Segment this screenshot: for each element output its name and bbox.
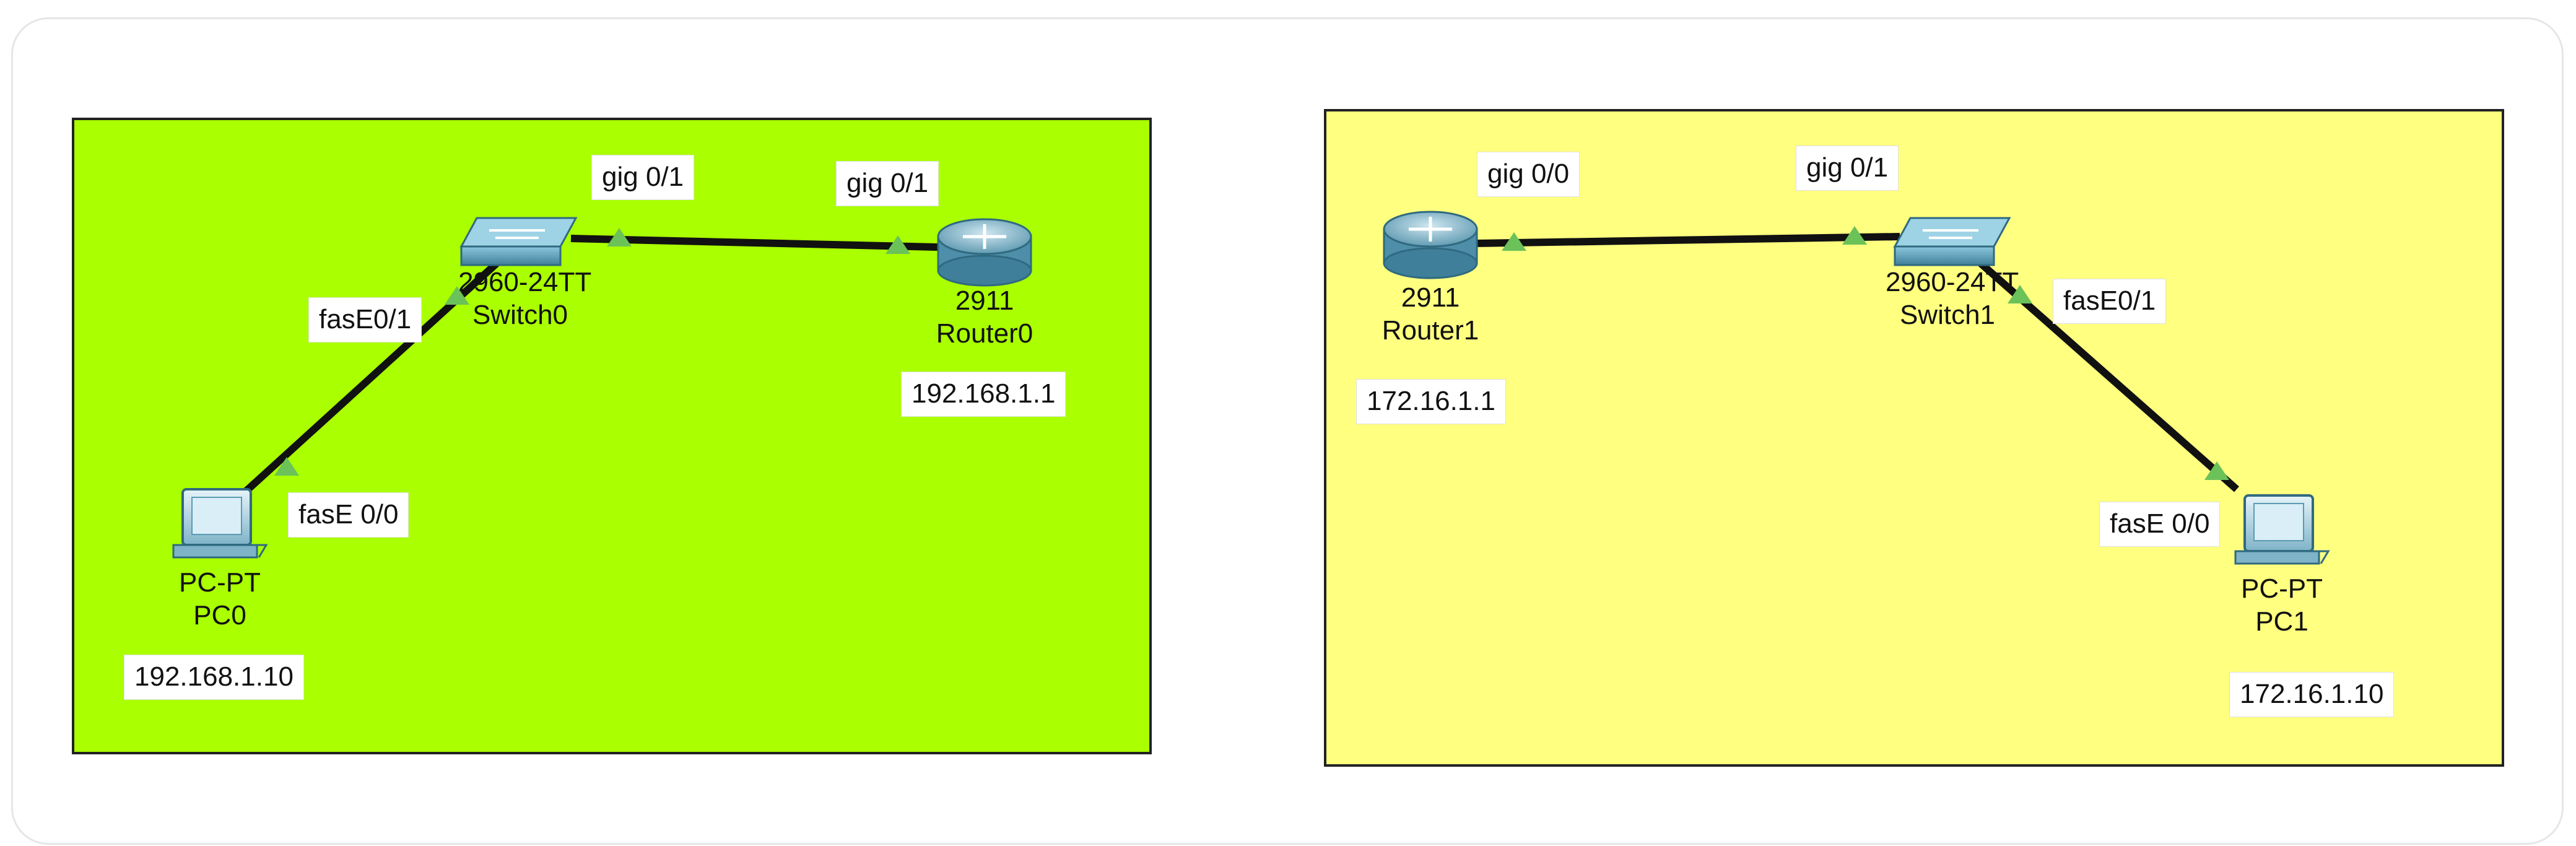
router1-label: 2911 Router1 — [1368, 282, 1492, 347]
switch0-label: 2960-24TT Switch0 — [458, 266, 592, 332]
router0-label: 2911 Router0 — [923, 285, 1046, 351]
router-icon[interactable] — [1383, 211, 1478, 279]
pc1-ip-label: 172.16.1.10 — [2229, 672, 2395, 717]
switch0-router-port-label: gig 0/1 — [591, 155, 695, 200]
pc1-name: PC1 — [2255, 606, 2308, 637]
switch1-router-port-label: gig 0/1 — [1796, 146, 1899, 191]
pc0-port-label: fasE 0/0 — [288, 492, 409, 538]
switch1-model: 2960-24TT — [1886, 267, 2019, 297]
link-up-indicator-icon — [274, 228, 910, 476]
router1-port-label: gig 0/0 — [1477, 152, 1580, 197]
pc1-label: PC-PT PC1 — [2220, 573, 2344, 639]
pc-icon[interactable] — [172, 488, 268, 559]
router0-name: Router0 — [936, 318, 1033, 349]
network-area-right[interactable] — [1324, 109, 2504, 767]
router0-model: 2911 — [955, 286, 1014, 316]
switch-icon[interactable] — [1893, 217, 2011, 266]
switch0-model: 2960-24TT — [458, 267, 592, 297]
switch0-pc-port-label: fasE0/1 — [308, 297, 422, 342]
pc-icon[interactable] — [2234, 494, 2330, 565]
pc0-ip-label: 192.168.1.10 — [124, 655, 304, 700]
router0-ip-label: 192.168.1.1 — [901, 372, 1066, 417]
router0-port-label: gig 0/1 — [836, 161, 939, 206]
switch-icon[interactable] — [459, 217, 578, 266]
switch1-label: 2960-24TT Switch1 — [1886, 266, 2019, 332]
router1-model: 2911 — [1401, 282, 1460, 313]
switch1-name: Switch1 — [1899, 299, 1996, 330]
pc0-label: PC-PT PC0 — [158, 567, 282, 632]
pc1-port-label: fasE 0/0 — [2099, 502, 2221, 547]
router-icon[interactable] — [937, 218, 1032, 287]
switch0-name: Switch0 — [472, 299, 568, 330]
pc0-name: PC0 — [193, 600, 246, 630]
switch1-pc-port-label: fasE0/1 — [2053, 279, 2167, 324]
pc0-model: PC-PT — [179, 567, 261, 598]
link-up-indicator-icon — [1502, 226, 2229, 480]
link-router1-switch1[interactable] — [1473, 233, 1900, 247]
pc1-model: PC-PT — [2241, 573, 2323, 604]
router1-name: Router1 — [1382, 315, 1479, 346]
router1-ip-label: 172.16.1.1 — [1356, 379, 1506, 424]
